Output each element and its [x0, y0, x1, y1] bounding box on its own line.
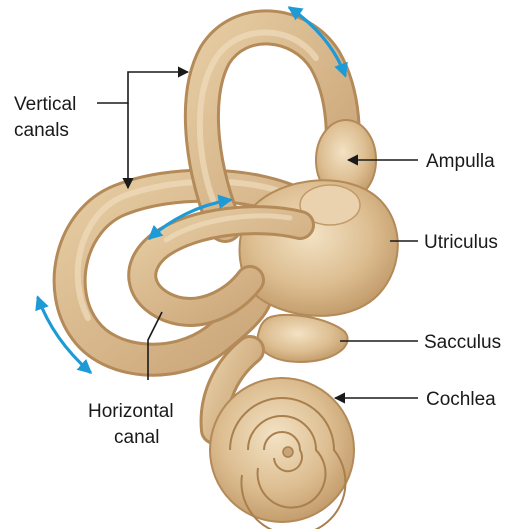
label-horizontal-canal-line1: Horizontal — [88, 401, 174, 422]
sacculus-body — [258, 315, 348, 362]
utriculus-body — [240, 180, 398, 316]
label-sacculus: Sacculus — [424, 332, 501, 353]
label-cochlea: Cochlea — [426, 389, 496, 410]
label-vertical-canals-line1: Vertical — [14, 94, 76, 115]
label-ampulla: Ampulla — [426, 151, 495, 172]
label-utriculus: Utriculus — [424, 232, 498, 253]
label-vertical-canals-line2: canals — [14, 120, 69, 141]
label-horizontal-canal-line2: canal — [114, 427, 159, 448]
vertical-canals-leader-top — [97, 72, 188, 103]
cochlea-spiral — [210, 378, 354, 529]
